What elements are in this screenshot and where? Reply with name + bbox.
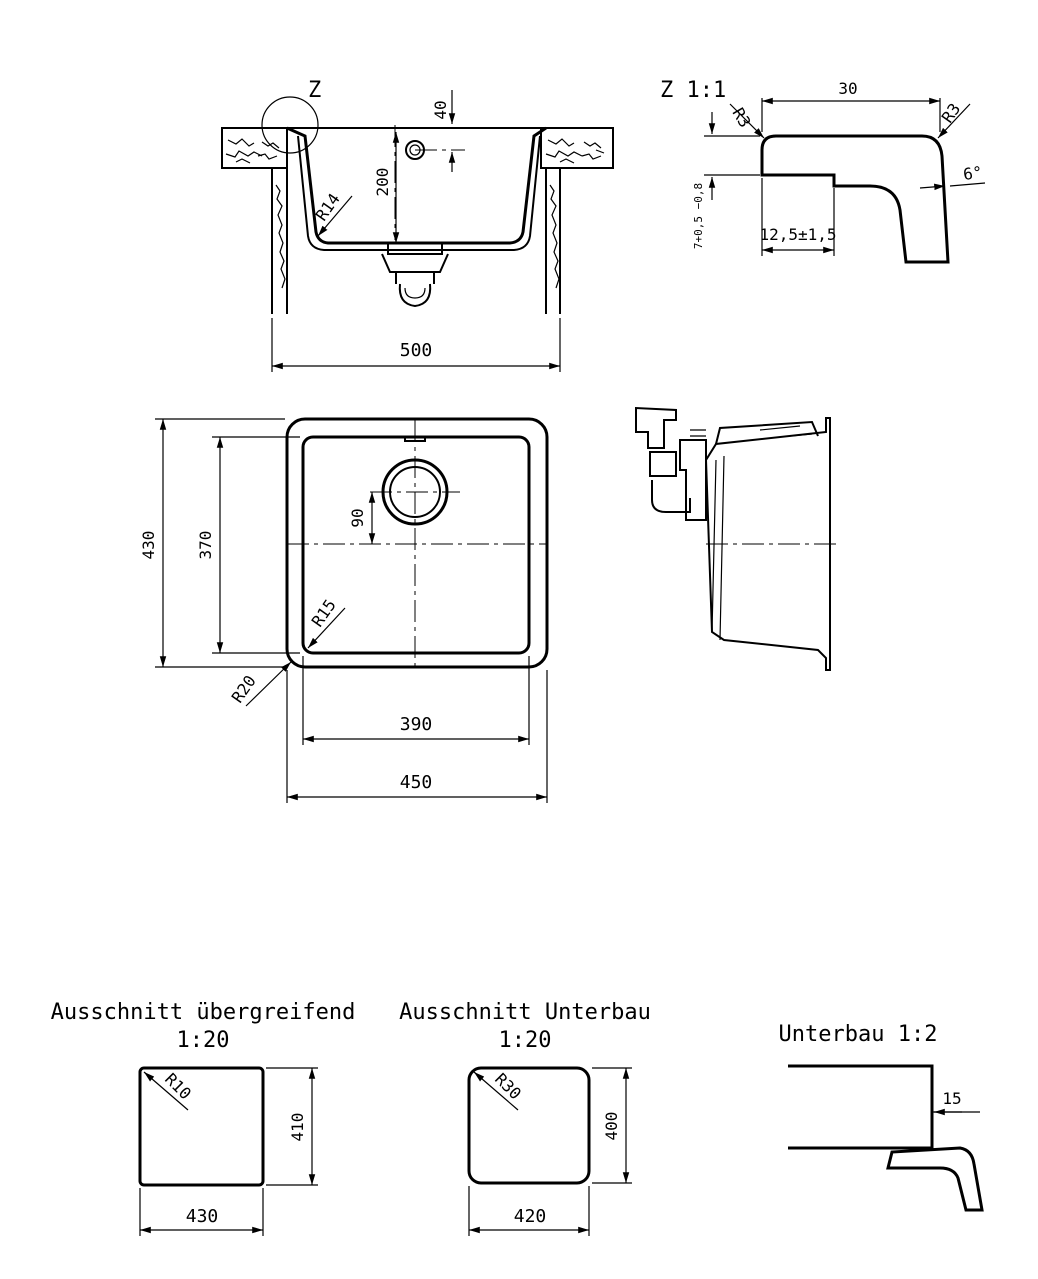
cutout-undermount-width-label: 420 [514, 1206, 547, 1227]
detail-circle-z [261, 96, 319, 154]
dim-radius-label: R14 [312, 190, 344, 225]
cutout-overmount-width-label: 430 [186, 1206, 219, 1227]
dim-line-r30 [473, 1071, 519, 1111]
dim-line-r20 [245, 661, 292, 707]
dim-line-angle-b [949, 182, 986, 187]
cutout-undermount-outline [467, 1066, 591, 1185]
dim-inner-height-label: 370 [196, 531, 215, 560]
sink-bowl-inner [297, 135, 541, 251]
detail-marker-label: Z [308, 78, 321, 103]
detail-z-view: Z 1:1 30 R3 R3 6° 7+0,5 −0,8 12,5±1,5 [660, 78, 986, 264]
countertop-right [540, 127, 614, 169]
siphon-trap-inner [404, 287, 426, 299]
overflow-channel [715, 420, 819, 445]
section-view: Z 40 200 R14 500 [221, 78, 614, 372]
sink-bowl-outer [286, 126, 547, 245]
cutout-overmount-title: Ausschnitt übergreifend [51, 1000, 356, 1025]
siphon-body [649, 451, 691, 513]
cabinet-wall-left [271, 168, 288, 314]
dim-depth-label: 200 [373, 168, 392, 197]
countertop-texture-left [225, 138, 280, 164]
undermount-detail-view: Unterbau 1:2 15 [779, 1022, 984, 1212]
sink-side-wall [711, 455, 725, 641]
siphon-trap [395, 272, 435, 308]
countertop-texture-right [545, 138, 605, 164]
dim-drain-offset-label: 90 [348, 508, 367, 527]
dim-line-r15 [307, 607, 346, 649]
cutout-overmount-height-label: 410 [288, 1113, 307, 1142]
dim-width-label: 12,5±1,5 [759, 225, 836, 244]
dim-inner-width-label: 390 [400, 714, 433, 735]
undermount-detail-title: Unterbau 1:2 [779, 1022, 938, 1047]
dim-line-r3-left [729, 103, 765, 139]
side-view [635, 406, 840, 671]
plan-view: 430 370 90 R15 R20 390 450 [139, 417, 549, 803]
overflow-channel-detail [759, 425, 813, 437]
cabinet-wall-right [545, 168, 561, 314]
undermount-offset-label: 15 [942, 1089, 961, 1108]
cutout-overmount-view: Ausschnitt übergreifend 1:20 R10 410 430 [51, 1000, 356, 1236]
drain-flange [387, 243, 443, 255]
dim-radius-left-label: R3 [729, 105, 755, 131]
detail-z-title: Z 1:1 [660, 78, 726, 103]
connector-rings [690, 429, 706, 437]
dim-overflow-label: 40 [431, 100, 450, 119]
drain-connector [679, 439, 707, 521]
dim-outer-radius-label: R20 [228, 672, 260, 707]
dim-angle-label: 6° [962, 162, 984, 183]
countertop-left [221, 127, 288, 169]
dim-line-radius [317, 195, 353, 237]
dim-outer-width-label: 450 [400, 772, 433, 793]
cutout-undermount-height-label: 400 [602, 1112, 621, 1141]
cutout-undermount-title: Ausschnitt Unterbau [399, 1000, 651, 1025]
cutout-undermount-scale: 1:20 [499, 1028, 552, 1053]
cutout-overmount-outline [138, 1066, 265, 1187]
cutout-overmount-scale: 1:20 [177, 1028, 230, 1053]
dim-height-label: 7+0,5 −0,8 [692, 183, 705, 249]
waste-pipe-elbow [635, 406, 677, 449]
sink-inner-outline [301, 435, 531, 655]
dim-line-angle [919, 183, 946, 191]
cutout-overmount-radius-label: R10 [161, 1069, 195, 1103]
dim-inner-radius-label: R15 [308, 596, 340, 631]
detail-z-section [760, 134, 950, 264]
sink-side-outline [704, 417, 831, 671]
drain-body [381, 253, 449, 273]
cutout-undermount-view: Ausschnitt Unterbau 1:20 R30 400 420 [399, 1000, 651, 1236]
dim-outer-height-label: 430 [139, 531, 158, 560]
dim-top-width-label: 30 [838, 79, 857, 98]
cabinet-wall-texture [275, 184, 560, 289]
sink-outer-outline [285, 417, 549, 669]
dim-line-r3-right [937, 103, 971, 139]
dim-radius-right-label: R3 [938, 100, 965, 127]
dim-overall-width-label: 500 [400, 340, 433, 361]
undermount-countertop-section [788, 1064, 934, 1150]
dim-line-r10 [143, 1071, 189, 1111]
cutout-undermount-radius-label: R30 [491, 1069, 525, 1103]
undermount-sink-section [886, 1146, 984, 1212]
